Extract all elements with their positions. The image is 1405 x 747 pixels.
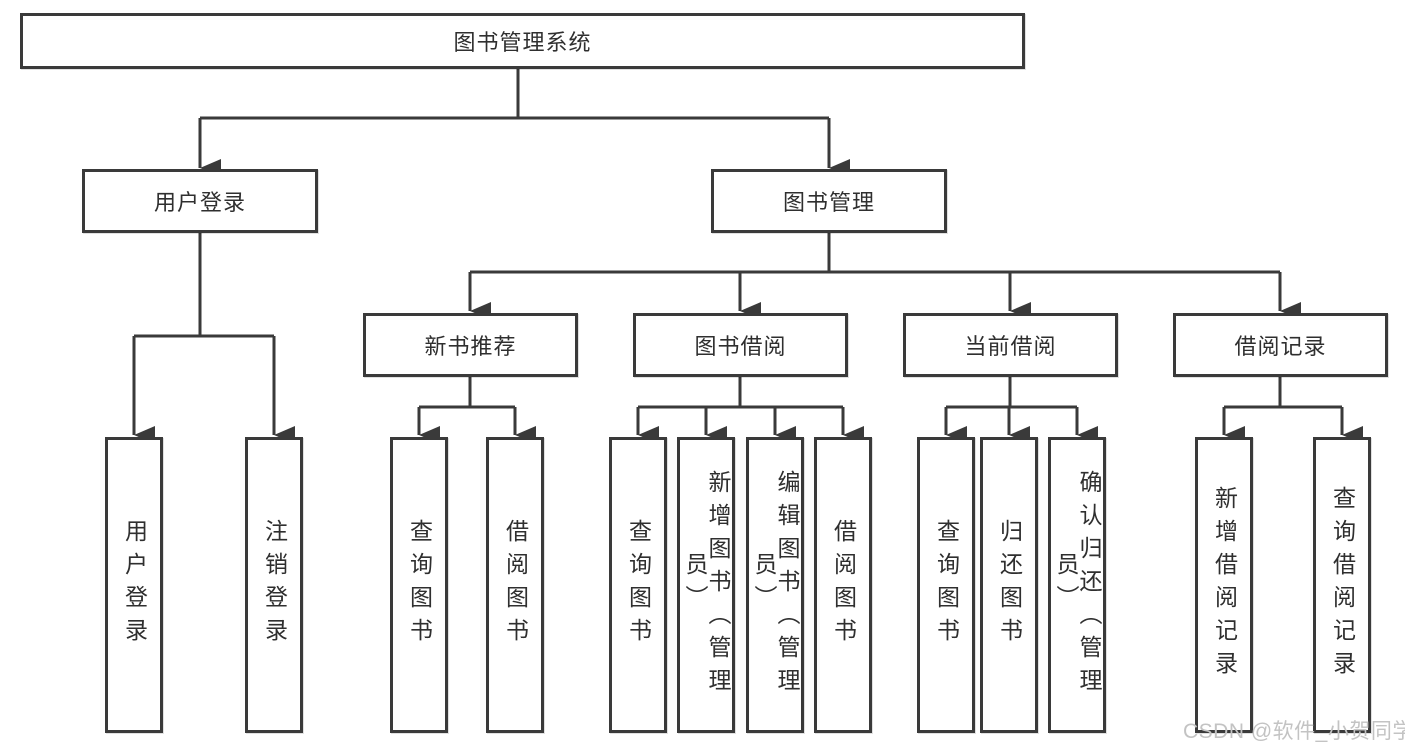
leaf-borrow-book: 借阅图书 [814,437,872,733]
leaf-borrow-book-recommend: 借阅图书 [486,437,544,733]
leaf-add-book-admin: 新增图书（管理员） [677,437,735,733]
leaf-query-book-recommend: 查询图书 [390,437,448,733]
leaf-add-borrow-record: 新增借阅记录 [1195,437,1253,733]
leaf-query-borrow-record: 查询借阅记录 [1313,437,1371,733]
node-user-login: 用户登录 [82,169,318,233]
node-book-borrow: 图书借阅 [633,313,848,377]
leaf-user-login: 用户登录 [105,437,163,733]
leaf-query-book-borrow: 查询图书 [609,437,667,733]
csdn-watermark: CSDN @软件_小贺同学 [1183,720,1405,743]
leaf-logout: 注销登录 [245,437,303,733]
node-library-management-system: 图书管理系统 [20,13,1025,69]
node-borrow-record: 借阅记录 [1173,313,1388,377]
node-book-management: 图书管理 [711,169,947,233]
leaf-return-book: 归还图书 [980,437,1038,733]
leaf-edit-book-admin: 编辑图书（管理员） [746,437,804,733]
node-current-borrow: 当前借阅 [903,313,1118,377]
node-new-book-recommend: 新书推荐 [363,313,578,377]
leaf-confirm-return-admin: 确认归还（管理员） [1048,437,1106,733]
leaf-query-book-current: 查询图书 [917,437,975,733]
